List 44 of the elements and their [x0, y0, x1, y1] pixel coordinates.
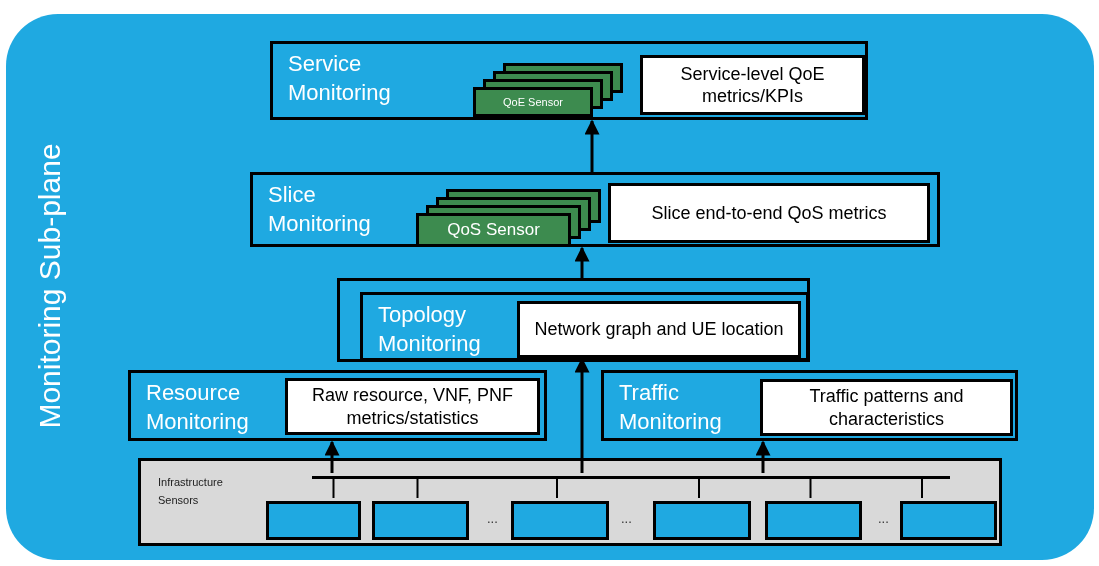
- arrow: [755, 440, 771, 473]
- sensor-label: QoS Sensor: [447, 220, 540, 240]
- sensor-box: [653, 501, 751, 540]
- monitoring-box: [360, 292, 809, 361]
- monitoring-box: [270, 41, 868, 120]
- arrow: [574, 246, 590, 278]
- sensor-box: [372, 501, 469, 540]
- sensor-box: [765, 501, 862, 540]
- box-title: Traffic Monitoring: [619, 379, 723, 436]
- box-title: Resource Monitoring: [146, 379, 250, 436]
- connector-line: [556, 476, 558, 499]
- sensor-tray: [138, 458, 1002, 546]
- connector-line: [332, 476, 335, 499]
- group-frame: [337, 278, 810, 362]
- box-title: Topology Monitoring: [378, 301, 482, 358]
- sensor-stack: [416, 189, 601, 247]
- ellipsis: ...: [487, 511, 498, 526]
- tray-label: Infrastructure Sensors: [158, 475, 224, 508]
- sensor-label: QoE Sensor: [503, 96, 563, 108]
- connector-line: [698, 476, 700, 499]
- box-title: Service Monitoring: [288, 50, 392, 107]
- connector-line: [416, 476, 419, 499]
- ellipsis: ...: [621, 511, 632, 526]
- arrow: [324, 440, 340, 473]
- connector-line: [809, 476, 812, 499]
- monitoring-box: [601, 370, 1018, 441]
- description-box: Raw resource, VNF, PNF metrics/statistics: [285, 378, 540, 435]
- bus-line: [312, 476, 950, 479]
- plane-title: Monitoring Sub-plane: [33, 142, 67, 431]
- box-title: Slice Monitoring: [268, 181, 372, 238]
- monitoring-box: [128, 370, 547, 441]
- ellipsis: ...: [878, 511, 889, 526]
- connector-line: [921, 476, 923, 499]
- arrow: [584, 119, 600, 172]
- sensor-box: [900, 501, 997, 540]
- description-box: Network graph and UE location: [517, 301, 801, 358]
- description-box: Traffic patterns and characteristics: [760, 379, 1013, 436]
- sub-plane-panel: [6, 14, 1094, 560]
- sensor-stack: [473, 63, 623, 117]
- description-box: Slice end-to-end QoS metrics: [608, 183, 930, 243]
- sensor-box: [266, 501, 361, 540]
- monitoring-box: [250, 172, 940, 247]
- description-box: Service-level QoE metrics/KPIs: [640, 55, 865, 115]
- sensor-box: [511, 501, 609, 540]
